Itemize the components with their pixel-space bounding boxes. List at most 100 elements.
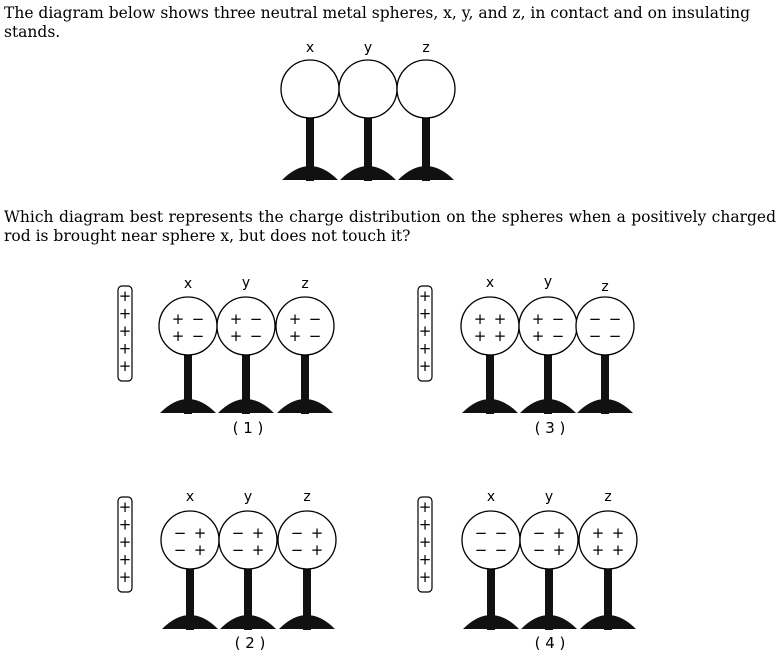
sphere-label-y: y <box>545 489 553 505</box>
sphere-x-stand-pole <box>186 568 194 630</box>
charge-sign: + <box>494 327 507 345</box>
charge-sign: − <box>495 524 508 542</box>
sphere-z-stand-base <box>398 166 454 180</box>
charge-sign: + <box>289 310 302 328</box>
sphere-label-x: x <box>306 40 314 56</box>
sphere-y-stand-base <box>218 399 274 413</box>
charge-sign: + <box>474 310 487 328</box>
rod-charge-sign: + <box>419 551 432 569</box>
charge-sign: + <box>252 541 265 559</box>
sphere-label-y: y <box>364 40 372 56</box>
sphere-outline <box>277 510 337 570</box>
sphere-label-x: x <box>486 275 494 291</box>
sphere-x-stand-base <box>162 615 218 629</box>
rod-charge-sign: + <box>419 516 432 534</box>
rod-charge-sign: + <box>419 287 432 305</box>
charge-sign: + <box>532 327 545 345</box>
charge-sign: − <box>552 310 565 328</box>
charge-sign: − <box>232 524 245 542</box>
charge-sign: + <box>311 524 324 542</box>
sphere-y-stand-pole <box>364 117 372 181</box>
sphere-outline <box>158 296 218 356</box>
sphere-outline <box>218 510 278 570</box>
charge-sign: − <box>552 327 565 345</box>
charge-sign: − <box>250 327 263 345</box>
charge-sign: + <box>172 310 185 328</box>
sphere-y-stand-base <box>340 166 396 180</box>
charge-sign: − <box>174 524 187 542</box>
sphere-y: y−−++ <box>519 489 579 630</box>
sphere-x-stand-base <box>160 399 216 413</box>
sphere-label-x: x <box>186 489 194 505</box>
sphere-y-stand-base <box>520 399 576 413</box>
charge-sign: + <box>592 524 605 542</box>
option-caption: ( 2 ) <box>235 634 266 652</box>
sphere-outline <box>575 296 635 356</box>
sphere-z-stand-base <box>577 399 633 413</box>
sphere-label-y: y <box>242 275 250 291</box>
sphere-outline <box>461 510 521 570</box>
charge-sign: + <box>553 524 566 542</box>
sphere-label-x: x <box>487 489 495 505</box>
sphere-x <box>280 59 340 119</box>
charge-sign: + <box>252 524 265 542</box>
charge-sign: − <box>609 310 622 328</box>
sphere-y-stand-pole <box>545 568 553 630</box>
sphere-z: z−−−− <box>575 279 635 414</box>
sphere-z <box>396 59 456 119</box>
rod-charge-sign: + <box>419 340 432 358</box>
charge-sign: + <box>592 541 605 559</box>
sphere-y-stand-base <box>220 615 276 629</box>
sphere-y-stand-pole <box>242 354 250 414</box>
option-caption: ( 1 ) <box>233 419 264 437</box>
sphere-outline <box>518 296 578 356</box>
rod-charge-sign: + <box>419 322 432 340</box>
charge-sign: − <box>192 310 205 328</box>
charge-sign: − <box>475 541 488 559</box>
rod-charge-sign: + <box>419 357 432 375</box>
answer-option-4: +++++x−−−−y−−++z++++( 4 ) <box>417 489 638 652</box>
charge-sign: + <box>230 327 243 345</box>
option-caption: ( 3 ) <box>535 419 566 437</box>
charged-rod-body <box>417 285 433 382</box>
sphere-z: z++−− <box>275 276 335 414</box>
sphere-x-stand-pole <box>487 568 495 630</box>
sphere-outline <box>519 510 579 570</box>
sphere-z-stand-base <box>279 615 335 629</box>
charge-sign: + <box>194 541 207 559</box>
question-intro: The diagram below shows three neutral me… <box>4 4 751 41</box>
charge-sign: − <box>250 310 263 328</box>
sphere-z: z++++ <box>578 489 638 630</box>
answer-option-3: +++++x−−++y−−++z−−++( 2 ) <box>117 489 337 652</box>
sphere-label-z: z <box>601 279 608 295</box>
charge-sign: − <box>291 524 304 542</box>
charge-sign: − <box>533 541 546 559</box>
sphere-z-stand-base <box>580 615 636 629</box>
sphere-y <box>338 59 398 119</box>
rod-charge-sign: + <box>119 287 132 305</box>
sphere-outline <box>275 296 335 356</box>
sphere-x-stand-pole <box>306 117 314 181</box>
charge-sign: − <box>232 541 245 559</box>
sphere-label-y: y <box>544 274 552 290</box>
sphere-x-stand-pole <box>184 354 192 414</box>
rod-charge-sign: + <box>119 516 132 534</box>
charge-sign: + <box>230 310 243 328</box>
sphere-label-z: z <box>604 489 611 505</box>
rod-charge-sign: + <box>419 533 432 551</box>
charge-sign: + <box>494 310 507 328</box>
sphere-x: x++−− <box>158 276 218 414</box>
sphere-z-stand-pole <box>301 354 309 414</box>
charged-rod-body <box>117 496 133 593</box>
charged-rod: +++++ <box>417 285 433 382</box>
question-prompt: Which diagram best represents the charge… <box>4 208 776 245</box>
sphere-outline <box>460 296 520 356</box>
sphere-x-stand-base <box>282 166 338 180</box>
charge-sign: − <box>533 524 546 542</box>
sphere-label-y: y <box>244 489 252 505</box>
sphere-label-x: x <box>184 276 192 292</box>
rod-charge-sign: + <box>119 533 132 551</box>
charge-sign: − <box>589 310 602 328</box>
rod-charge-sign: + <box>419 305 432 323</box>
charge-sign: − <box>589 327 602 345</box>
